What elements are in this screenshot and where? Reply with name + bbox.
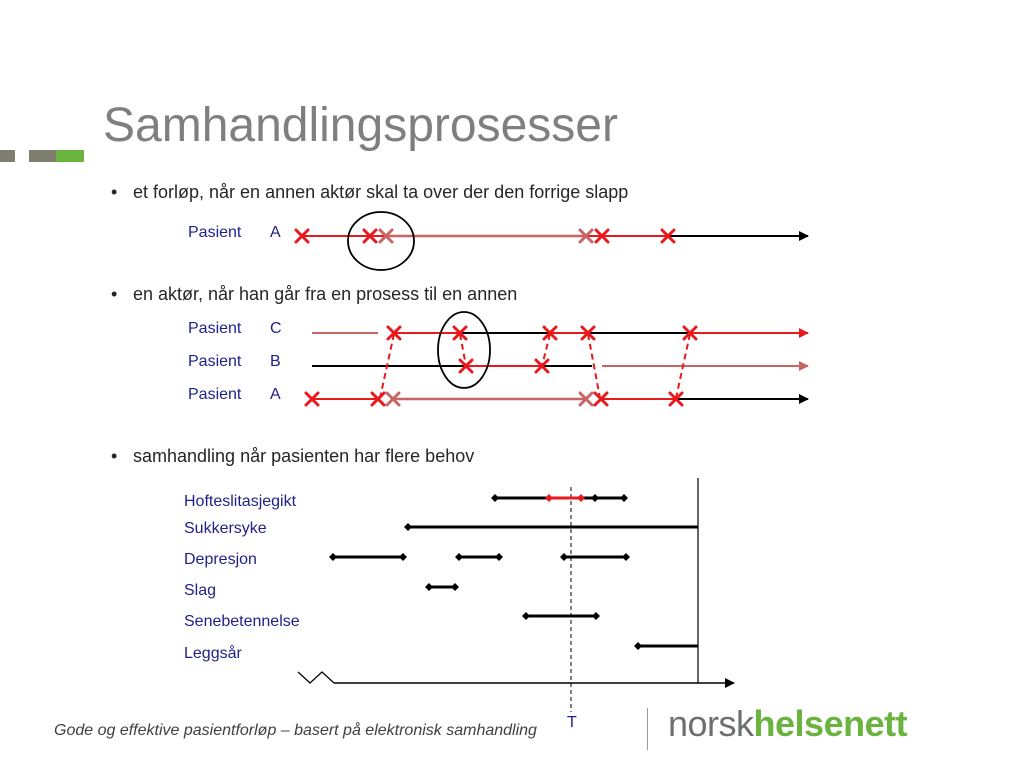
x-mark	[385, 391, 401, 407]
bullet-dot: •	[111, 446, 118, 466]
logo-part-norsk: norsk	[668, 703, 754, 744]
norsk-helsenett-logo: norskhelsenett	[668, 703, 908, 745]
x-mark	[682, 325, 698, 341]
diamond-marker	[455, 553, 463, 561]
section1-timeline	[294, 211, 809, 271]
bars-senebetennelse	[522, 612, 600, 620]
x-mark	[458, 358, 474, 374]
x-mark	[542, 325, 558, 341]
bars-leggsar	[634, 642, 698, 650]
diamond-marker	[591, 494, 599, 502]
x-marks	[304, 325, 698, 407]
highlight-ellipse	[437, 311, 491, 389]
x-marks	[294, 228, 676, 244]
category-depresjon: Depresjon	[184, 551, 257, 568]
accent-bar-1	[0, 150, 15, 162]
accent-bar-3	[56, 150, 84, 162]
bars-sukkersyke	[404, 523, 698, 531]
patient-label-a-section1: Pasient	[188, 224, 242, 241]
bullet-text: et forløp, når en annen aktør skal ta ov…	[133, 182, 629, 202]
axis-break	[297, 671, 335, 684]
category-leggsar: Leggsår	[184, 645, 242, 662]
dashed-connector	[675, 333, 691, 399]
x-mark	[362, 228, 378, 244]
diamond-marker	[522, 612, 530, 620]
section2-timelines	[304, 311, 809, 407]
diamond-marker	[592, 612, 600, 620]
diamond-marker	[634, 642, 642, 650]
dashed-connector	[379, 333, 395, 399]
x-mark	[304, 391, 320, 407]
diamond-marker	[577, 494, 585, 502]
x-mark	[578, 228, 594, 244]
category-hofteslitasjegikt: Hofteslitasjegikt	[184, 493, 297, 510]
x-mark	[580, 325, 596, 341]
x-mark	[386, 325, 402, 341]
bullet-dot: •	[111, 284, 118, 304]
bars-hofteslitasjegikt	[491, 494, 628, 502]
bullet-text: samhandling når pasienten har flere beho…	[133, 446, 475, 466]
diamond-marker	[545, 494, 553, 502]
diamond-marker	[399, 553, 407, 561]
patient-letter-c: C	[270, 320, 282, 337]
diamond-marker	[425, 583, 433, 591]
x-mark	[378, 228, 394, 244]
patient-label-a: Pasient	[188, 386, 242, 403]
logo-part-helsenett: helsenett	[753, 703, 908, 744]
accent-bar-2	[29, 150, 56, 162]
footer-divider	[647, 708, 648, 750]
footer-text: Gode og effektive pasientforløp – basert…	[54, 722, 537, 739]
bars-slag	[425, 583, 459, 591]
x-mark	[534, 358, 550, 374]
diamond-marker	[622, 553, 630, 561]
diamond-marker	[451, 583, 459, 591]
patient-label-b: Pasient	[188, 353, 242, 370]
dashed-connector	[541, 333, 551, 367]
patient-label-c: Pasient	[188, 320, 242, 337]
bullet-2: • en aktør, når han går fra en prosess ti…	[111, 284, 517, 305]
bars-depresjon	[329, 553, 630, 561]
x-mark	[593, 391, 609, 407]
handoff-connectors	[379, 333, 691, 399]
patient-letter-a: A	[270, 386, 281, 403]
x-mark	[660, 228, 676, 244]
x-mark	[578, 391, 594, 407]
diamond-marker	[329, 553, 337, 561]
category-sukkersyke: Sukkersyke	[184, 520, 267, 537]
section3-timeline-chart	[297, 478, 735, 712]
dashed-connector	[459, 333, 467, 367]
bullet-3: • samhandling når pasienten har flere beh…	[111, 446, 474, 467]
category-slag: Slag	[184, 582, 217, 599]
bullet-dot: •	[111, 182, 118, 202]
diamond-marker	[491, 494, 499, 502]
bullet-1: • et forløp, når en annen aktør skal ta o…	[111, 182, 628, 203]
category-senebetennelse: Senebetennelse	[184, 613, 300, 630]
time-marker-label: T	[567, 714, 577, 731]
page-title: Samhandlingsprosesser	[103, 99, 618, 152]
patient-letter-a-section1: A	[270, 224, 281, 241]
x-mark	[452, 325, 468, 341]
diamond-marker	[404, 523, 412, 531]
bullet-text: en aktør, når han går fra en prosess til…	[133, 284, 518, 304]
patient-letter-b: B	[270, 353, 281, 370]
x-mark	[294, 228, 310, 244]
diamond-marker	[560, 553, 568, 561]
x-mark	[370, 391, 386, 407]
x-mark	[668, 391, 684, 407]
x-mark	[594, 228, 610, 244]
highlight-ellipse	[347, 211, 415, 271]
dashed-connector	[587, 333, 601, 399]
diamond-marker	[620, 494, 628, 502]
diamond-marker	[495, 553, 503, 561]
